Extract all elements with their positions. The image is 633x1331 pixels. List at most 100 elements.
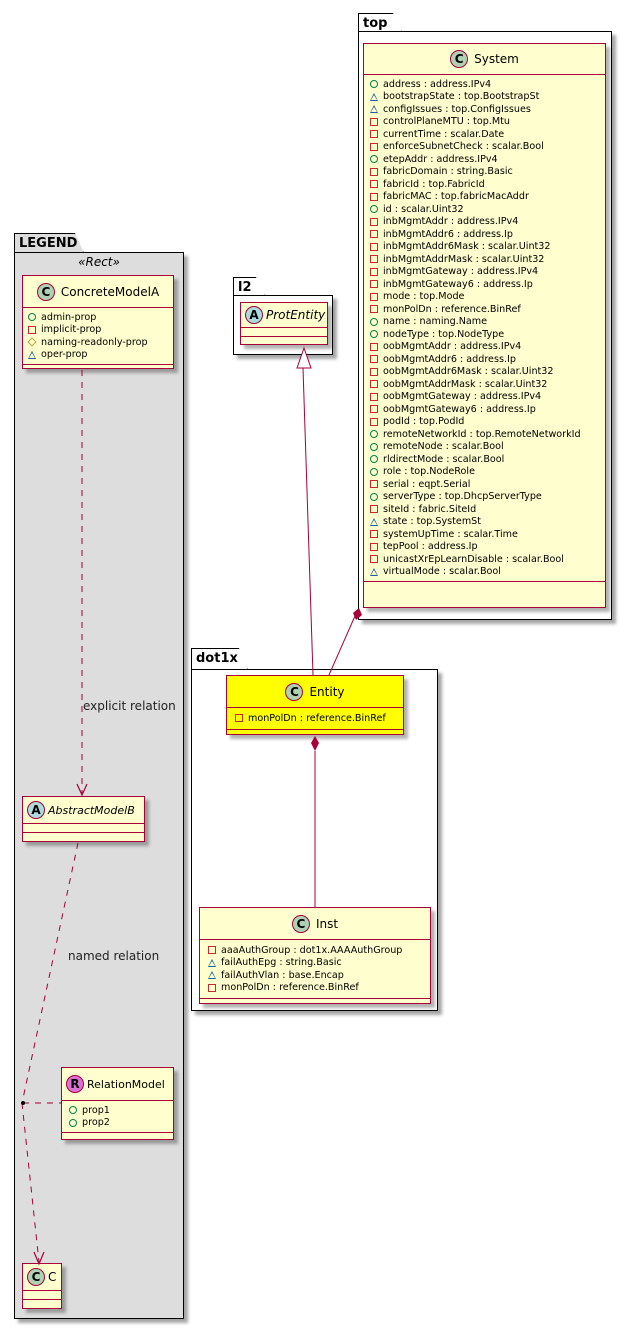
attribute-text: implicit-prop [41,324,102,336]
attribute-row: controlPlaneMTU : top.Mtu [370,116,599,129]
attribute-row: admin-prop [28,311,167,324]
private-visibility-icon [370,255,378,264]
private-visibility-icon [370,242,378,251]
legend-package-label: LEGEND [19,236,78,251]
public-visibility-icon [370,492,378,501]
public-visibility-icon [69,1106,77,1115]
private-visibility-icon [28,325,36,334]
attribute-text: controlPlaneMTU : top.Mtu [383,116,510,128]
attribute-text: fabricDomain : string.Basic [383,166,513,178]
attribute-row: tepPool : address.Ip [370,541,599,554]
class-name: ProtEntity [266,308,326,322]
attribute-row: etepAddr : address.IPv4 [370,153,599,166]
package-l2-label: l2 [238,280,252,295]
class-name: AbstractModelB [48,803,135,817]
class-name: Inst [315,916,339,931]
attribute-row: monPolDn : reference.BinRef [208,982,424,995]
method-section [23,365,173,373]
private-visibility-icon [370,230,378,239]
attribute-row: oobMgmtGateway6 : address.Ip [370,403,599,416]
attribute-row: inbMgmtGateway6 : address.Ip [370,278,599,291]
attribute-row: aaaAuthGroup : dot1x.AAAAuthGroup [208,944,424,957]
attribute-row: id : scalar.Uint32 [370,203,599,216]
attribute-text: failAuthEpg : string.Basic [221,957,342,969]
class-abstract-model-b-header: A AbstractModelB [23,797,144,824]
attribute-text: fabricMAC : top.fabricMacAddr [383,191,529,203]
private-visibility-icon [370,342,378,351]
public-visibility-icon [370,455,378,464]
attribute-row: prop2 [69,1117,167,1130]
attribute-text: mode : top.Mode [383,291,465,303]
private-visibility-icon [370,367,378,376]
class-concrete-model-a-header: C ConcreteModelA [23,276,173,308]
private-visibility-icon [208,946,216,955]
private-visibility-icon [370,380,378,389]
class-inst[interactable]: C Inst aaaAuthGroup : dot1x.AAAAuthGroup… [199,907,431,1004]
package-dot1x-tab: dot1x [191,648,248,670]
attribute-text: enforceSubnetCheck : scalar.Bool [383,141,544,153]
class-spot-icon: C [450,50,469,68]
private-visibility-icon [370,292,378,301]
class-relation-model-header: R RelationModel [62,1068,173,1101]
attribute-row: enforceSubnetCheck : scalar.Bool [370,141,599,154]
legend-stereotype: «Rect» [78,255,120,269]
public-visibility-icon [370,442,378,451]
attribute-list: monPolDn : reference.BinRef [227,708,403,730]
attribute-row: role : top.NodeRole [370,466,599,479]
public-visibility-icon [370,155,378,164]
attribute-row: failAuthVlan : base.Encap [208,969,424,982]
attribute-text: unicastXrEpLearnDisable : scalar.Bool [383,553,564,565]
class-c[interactable]: C C [22,1263,62,1309]
attribute-text: id : scalar.Uint32 [383,203,464,215]
package-visibility-icon [208,971,216,980]
class-abstract-model-b[interactable]: A AbstractModelB [22,796,145,842]
package-visibility-icon [370,517,378,526]
attribute-text: serverType : top.DhcpServerType [383,491,542,503]
attribute-row: prop1 [69,1104,167,1117]
public-visibility-icon [370,80,378,89]
attribute-text: fabricId : top.FabricId [383,178,485,190]
attribute-row: inbMgmtGateway : address.IPv4 [370,266,599,279]
method-section [23,833,144,841]
class-spot-icon: C [285,682,304,701]
attribute-row: name : naming.Name [370,316,599,329]
attribute-row: fabricMAC : top.fabricMacAddr [370,191,599,204]
method-section [241,337,327,345]
attribute-row: state : top.SystemSt [370,516,599,529]
private-visibility-icon [370,392,378,401]
private-visibility-icon [370,480,378,489]
attribute-row: implicit-prop [28,324,167,337]
attribute-text: serial : eqpt.Serial [383,478,471,490]
class-entity[interactable]: C Entity monPolDn : reference.BinRef [226,675,404,735]
attribute-text: prop2 [82,1117,110,1129]
attribute-text: oobMgmtGateway : address.IPv4 [383,391,542,403]
attribute-text: inbMgmtAddrMask : scalar.Uint32 [383,253,545,265]
method-section [62,1133,173,1141]
attribute-row: fabricDomain : string.Basic [370,166,599,179]
explicit-relation-label: explicit relation [83,699,176,713]
package-visibility-icon [370,105,378,114]
method-section [227,730,403,738]
attribute-text: oobMgmtAddr6Mask : scalar.Uint32 [383,366,554,378]
package-visibility-icon [208,958,216,967]
attribute-row: inbMgmtAddr6Mask : scalar.Uint32 [370,241,599,254]
attribute-row: rldirectMode : scalar.Bool [370,453,599,466]
attribute-text: prop1 [82,1104,110,1116]
attribute-row: inbMgmtAddr6 : address.Ip [370,228,599,241]
legend-package: «Rect» [14,252,184,1319]
attribute-text: nodeType : top.NodeType [383,328,505,340]
attribute-row: unicastXrEpLearnDisable : scalar.Bool [370,553,599,566]
public-visibility-icon [370,430,378,439]
composition-line-system-entity [328,615,356,676]
attribute-text: aaaAuthGroup : dot1x.AAAAuthGroup [221,944,403,956]
attribute-text: remoteNode : scalar.Bool [383,441,504,453]
attribute-text: admin-prop [41,311,97,323]
class-system-header: C System [364,44,605,75]
class-protentity[interactable]: A ProtEntity [240,302,328,345]
